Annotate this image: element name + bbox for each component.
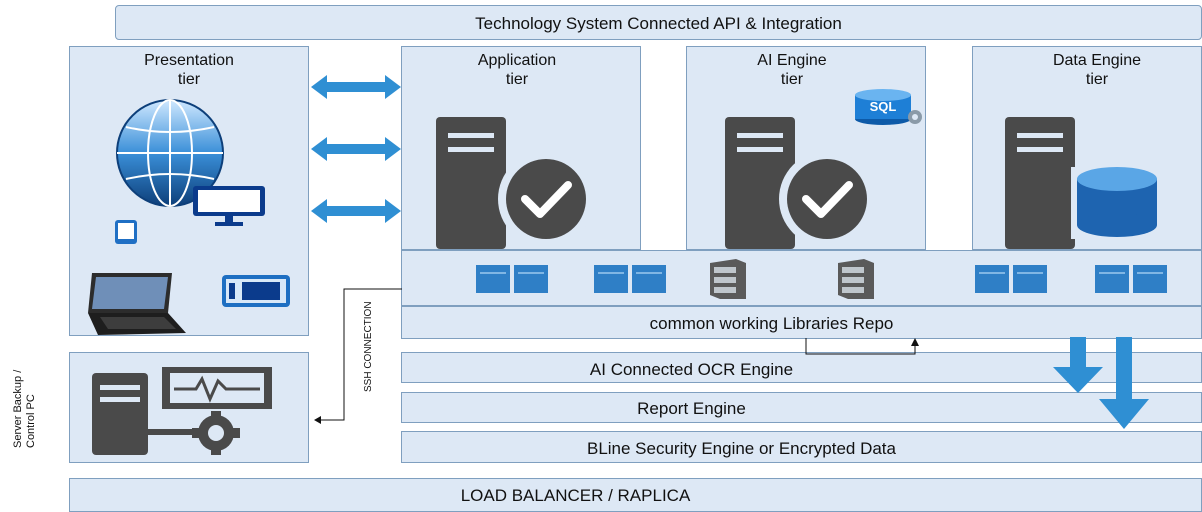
application-tier-label: Application tier bbox=[477, 52, 557, 88]
book-icon bbox=[975, 265, 1047, 293]
book-icon bbox=[1095, 265, 1167, 293]
server-database-icon bbox=[1005, 117, 1163, 249]
diagram-title: Technology System Connected API & Integr… bbox=[475, 14, 842, 33]
laptop-icon bbox=[88, 273, 186, 335]
down-arrow-2 bbox=[1099, 337, 1149, 429]
sql-badge-text: SQL bbox=[869, 99, 897, 114]
libraries-repo-label: common working Libraries Repo bbox=[649, 314, 894, 333]
security-engine-label: BLine Security Engine or Encrypted Data bbox=[586, 439, 896, 458]
load-balancer-bar: LOAD BALANCER / RAPLICA bbox=[69, 478, 1202, 512]
book-icon bbox=[476, 265, 548, 293]
book-icon bbox=[594, 265, 666, 293]
bidirectional-arrow-1 bbox=[311, 75, 401, 99]
ai-engine-tier-panel: AI Engine tier SQL bbox=[686, 46, 926, 250]
monitor-icon bbox=[193, 186, 265, 226]
bidirectional-arrow-3 bbox=[311, 199, 401, 223]
security-engine-bar: BLine Security Engine or Encrypted Data bbox=[401, 431, 1202, 463]
server-check-icon bbox=[436, 117, 594, 249]
report-engine-bar: Report Engine bbox=[401, 392, 1202, 423]
presentation-tier-label: Presentation tier bbox=[144, 52, 234, 88]
load-balancer-label: LOAD BALANCER / RAPLICA bbox=[460, 486, 691, 505]
libraries-repo-bar: common working Libraries Repo bbox=[401, 306, 1202, 339]
components-strip bbox=[401, 250, 1202, 306]
ocr-engine-label: AI Connected OCR Engine bbox=[589, 360, 794, 379]
server-check-icon bbox=[725, 117, 875, 249]
ssh-connection-line bbox=[314, 288, 402, 424]
globe-icon bbox=[116, 99, 224, 207]
application-tier-panel: Application tier bbox=[401, 46, 641, 250]
tablet-icon bbox=[115, 220, 137, 244]
server-backup-label: Server Backup / Control PC bbox=[12, 369, 37, 448]
presentation-tier-panel: Presentation tier bbox=[69, 46, 309, 336]
report-engine-label: Report Engine bbox=[637, 399, 746, 418]
server-monitor-gear-icon bbox=[92, 367, 272, 455]
ssh-connection-label: SSH CONNECTION bbox=[363, 301, 374, 392]
data-engine-tier-label: Data Engine tier bbox=[1052, 52, 1142, 88]
server-backup-panel bbox=[69, 352, 309, 463]
title-bar: Technology System Connected API & Integr… bbox=[115, 5, 1202, 40]
repo-ocr-connector bbox=[805, 338, 919, 355]
server-rack-icon bbox=[710, 259, 746, 299]
data-engine-tier-panel: Data Engine tier bbox=[972, 46, 1202, 250]
bidirectional-arrow-2 bbox=[311, 137, 401, 161]
media-device-icon bbox=[222, 275, 290, 307]
ai-engine-tier-label: AI Engine tier bbox=[757, 52, 827, 88]
server-rack-icon bbox=[838, 259, 874, 299]
sql-database-icon bbox=[855, 89, 922, 125]
down-arrow-1 bbox=[1053, 337, 1103, 393]
